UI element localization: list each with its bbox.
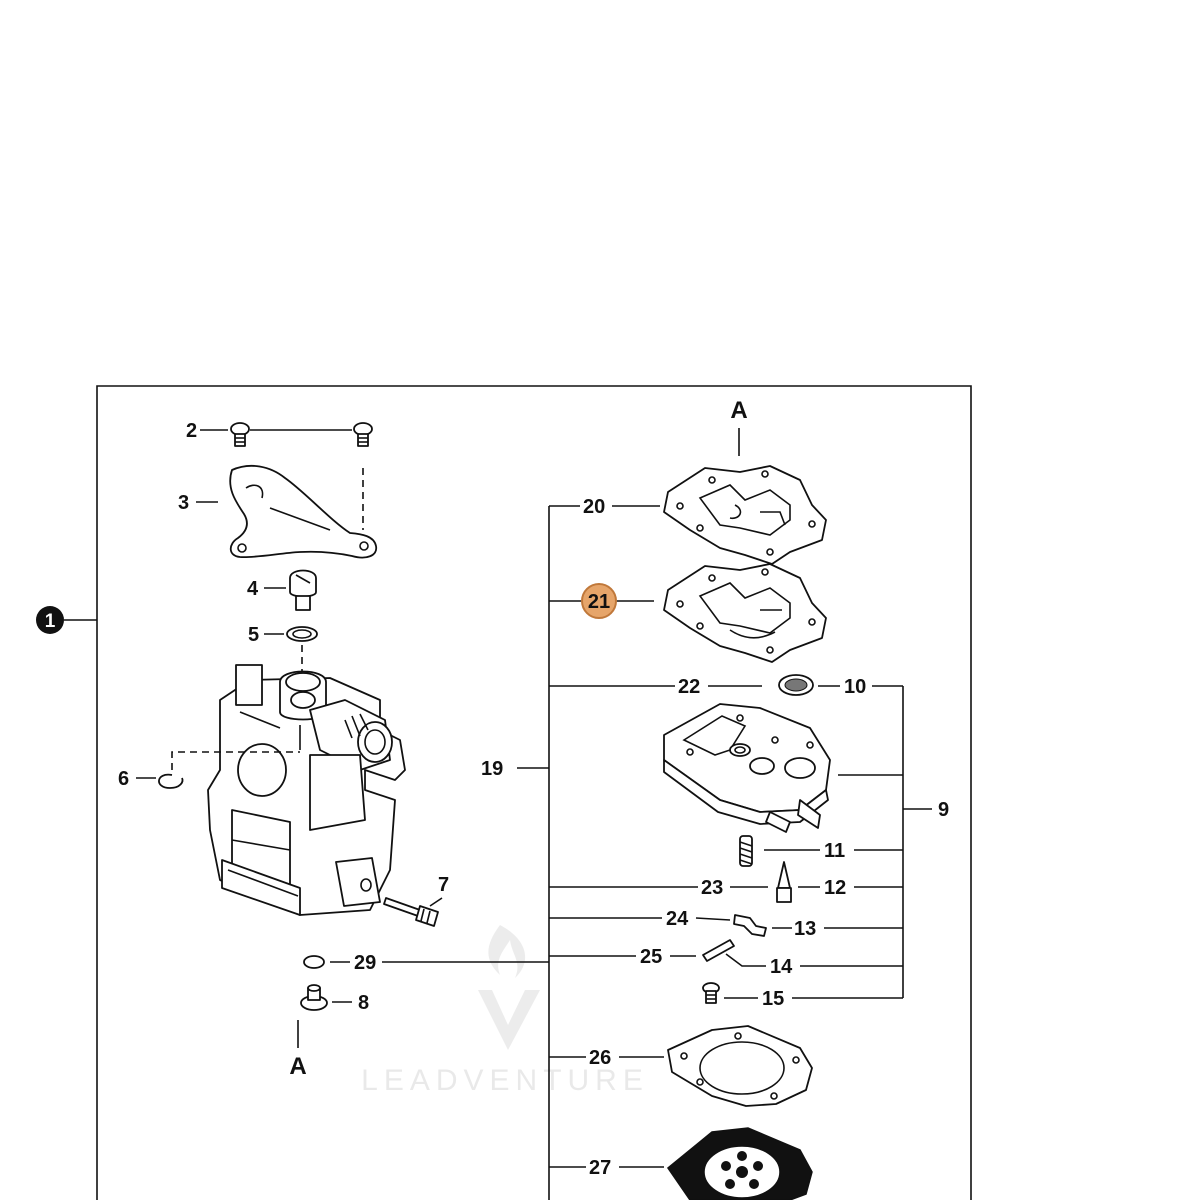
callout-9[interactable]: 9 bbox=[938, 799, 949, 821]
callout-27[interactable]: 27 bbox=[589, 1157, 611, 1179]
assembly-callout[interactable]: 1 bbox=[36, 606, 64, 634]
callout-2[interactable]: 2 bbox=[186, 420, 197, 442]
callout-4[interactable]: 4 bbox=[247, 578, 259, 600]
part-oring-29 bbox=[303, 955, 325, 969]
part-plug bbox=[300, 984, 328, 1011]
part-needle bbox=[383, 897, 439, 927]
part-lever-screw bbox=[702, 982, 720, 1004]
marker-a-bottom: A bbox=[289, 1053, 306, 1080]
part-gasket-26 bbox=[667, 1025, 813, 1107]
part-spring bbox=[739, 835, 753, 867]
assembly-callout-label: 1 bbox=[45, 611, 56, 632]
marker-a-top: A bbox=[730, 397, 747, 424]
callout-13[interactable]: 13 bbox=[794, 918, 816, 940]
callout-24[interactable]: 24 bbox=[666, 908, 689, 930]
callout-21: 21 bbox=[588, 591, 610, 613]
callout-29[interactable]: 29 bbox=[354, 952, 376, 974]
watermark-text: LEADVENTURE bbox=[361, 1064, 649, 1097]
part-gasket-21 bbox=[663, 563, 827, 663]
callout-22[interactable]: 22 bbox=[678, 676, 700, 698]
callout-6[interactable]: 6 bbox=[118, 768, 129, 790]
callout-12[interactable]: 12 bbox=[824, 877, 846, 899]
callout-3[interactable]: 3 bbox=[178, 492, 189, 514]
callout-11[interactable]: 11 bbox=[824, 840, 845, 862]
callout-14[interactable]: 14 bbox=[770, 956, 793, 978]
callout-7[interactable]: 7 bbox=[438, 874, 449, 896]
callout-8[interactable]: 8 bbox=[358, 992, 369, 1014]
callout-5[interactable]: 5 bbox=[248, 624, 259, 646]
part-bracket bbox=[229, 464, 378, 559]
part-control-lever bbox=[733, 914, 767, 937]
part-filter-screen bbox=[778, 674, 814, 696]
part-screw-left bbox=[230, 422, 250, 447]
part-lever-pin bbox=[702, 939, 735, 962]
callout-15[interactable]: 15 bbox=[762, 988, 784, 1010]
callout-26[interactable]: 26 bbox=[589, 1047, 611, 1069]
callout-25[interactable]: 25 bbox=[640, 946, 662, 968]
part-e-clip bbox=[158, 773, 184, 789]
part-diaphragm bbox=[666, 1127, 813, 1200]
callout-19[interactable]: 19 bbox=[481, 758, 503, 780]
part-screw-right bbox=[353, 422, 373, 447]
part-oring-small bbox=[286, 626, 318, 642]
part-adjust-screw bbox=[289, 569, 317, 611]
assembly-frame bbox=[96, 385, 972, 1200]
part-inlet-needle bbox=[776, 861, 792, 903]
watermark: LEADVENTURE bbox=[361, 925, 649, 1097]
part-pump-body bbox=[663, 703, 831, 833]
part-gasket-20 bbox=[663, 465, 827, 565]
callout-21-highlight[interactable]: 21 bbox=[581, 583, 617, 619]
part-carburetor-body bbox=[207, 664, 406, 916]
callout-23[interactable]: 23 bbox=[701, 877, 723, 899]
callout-10[interactable]: 10 bbox=[844, 676, 866, 698]
callout-20[interactable]: 20 bbox=[583, 496, 605, 518]
